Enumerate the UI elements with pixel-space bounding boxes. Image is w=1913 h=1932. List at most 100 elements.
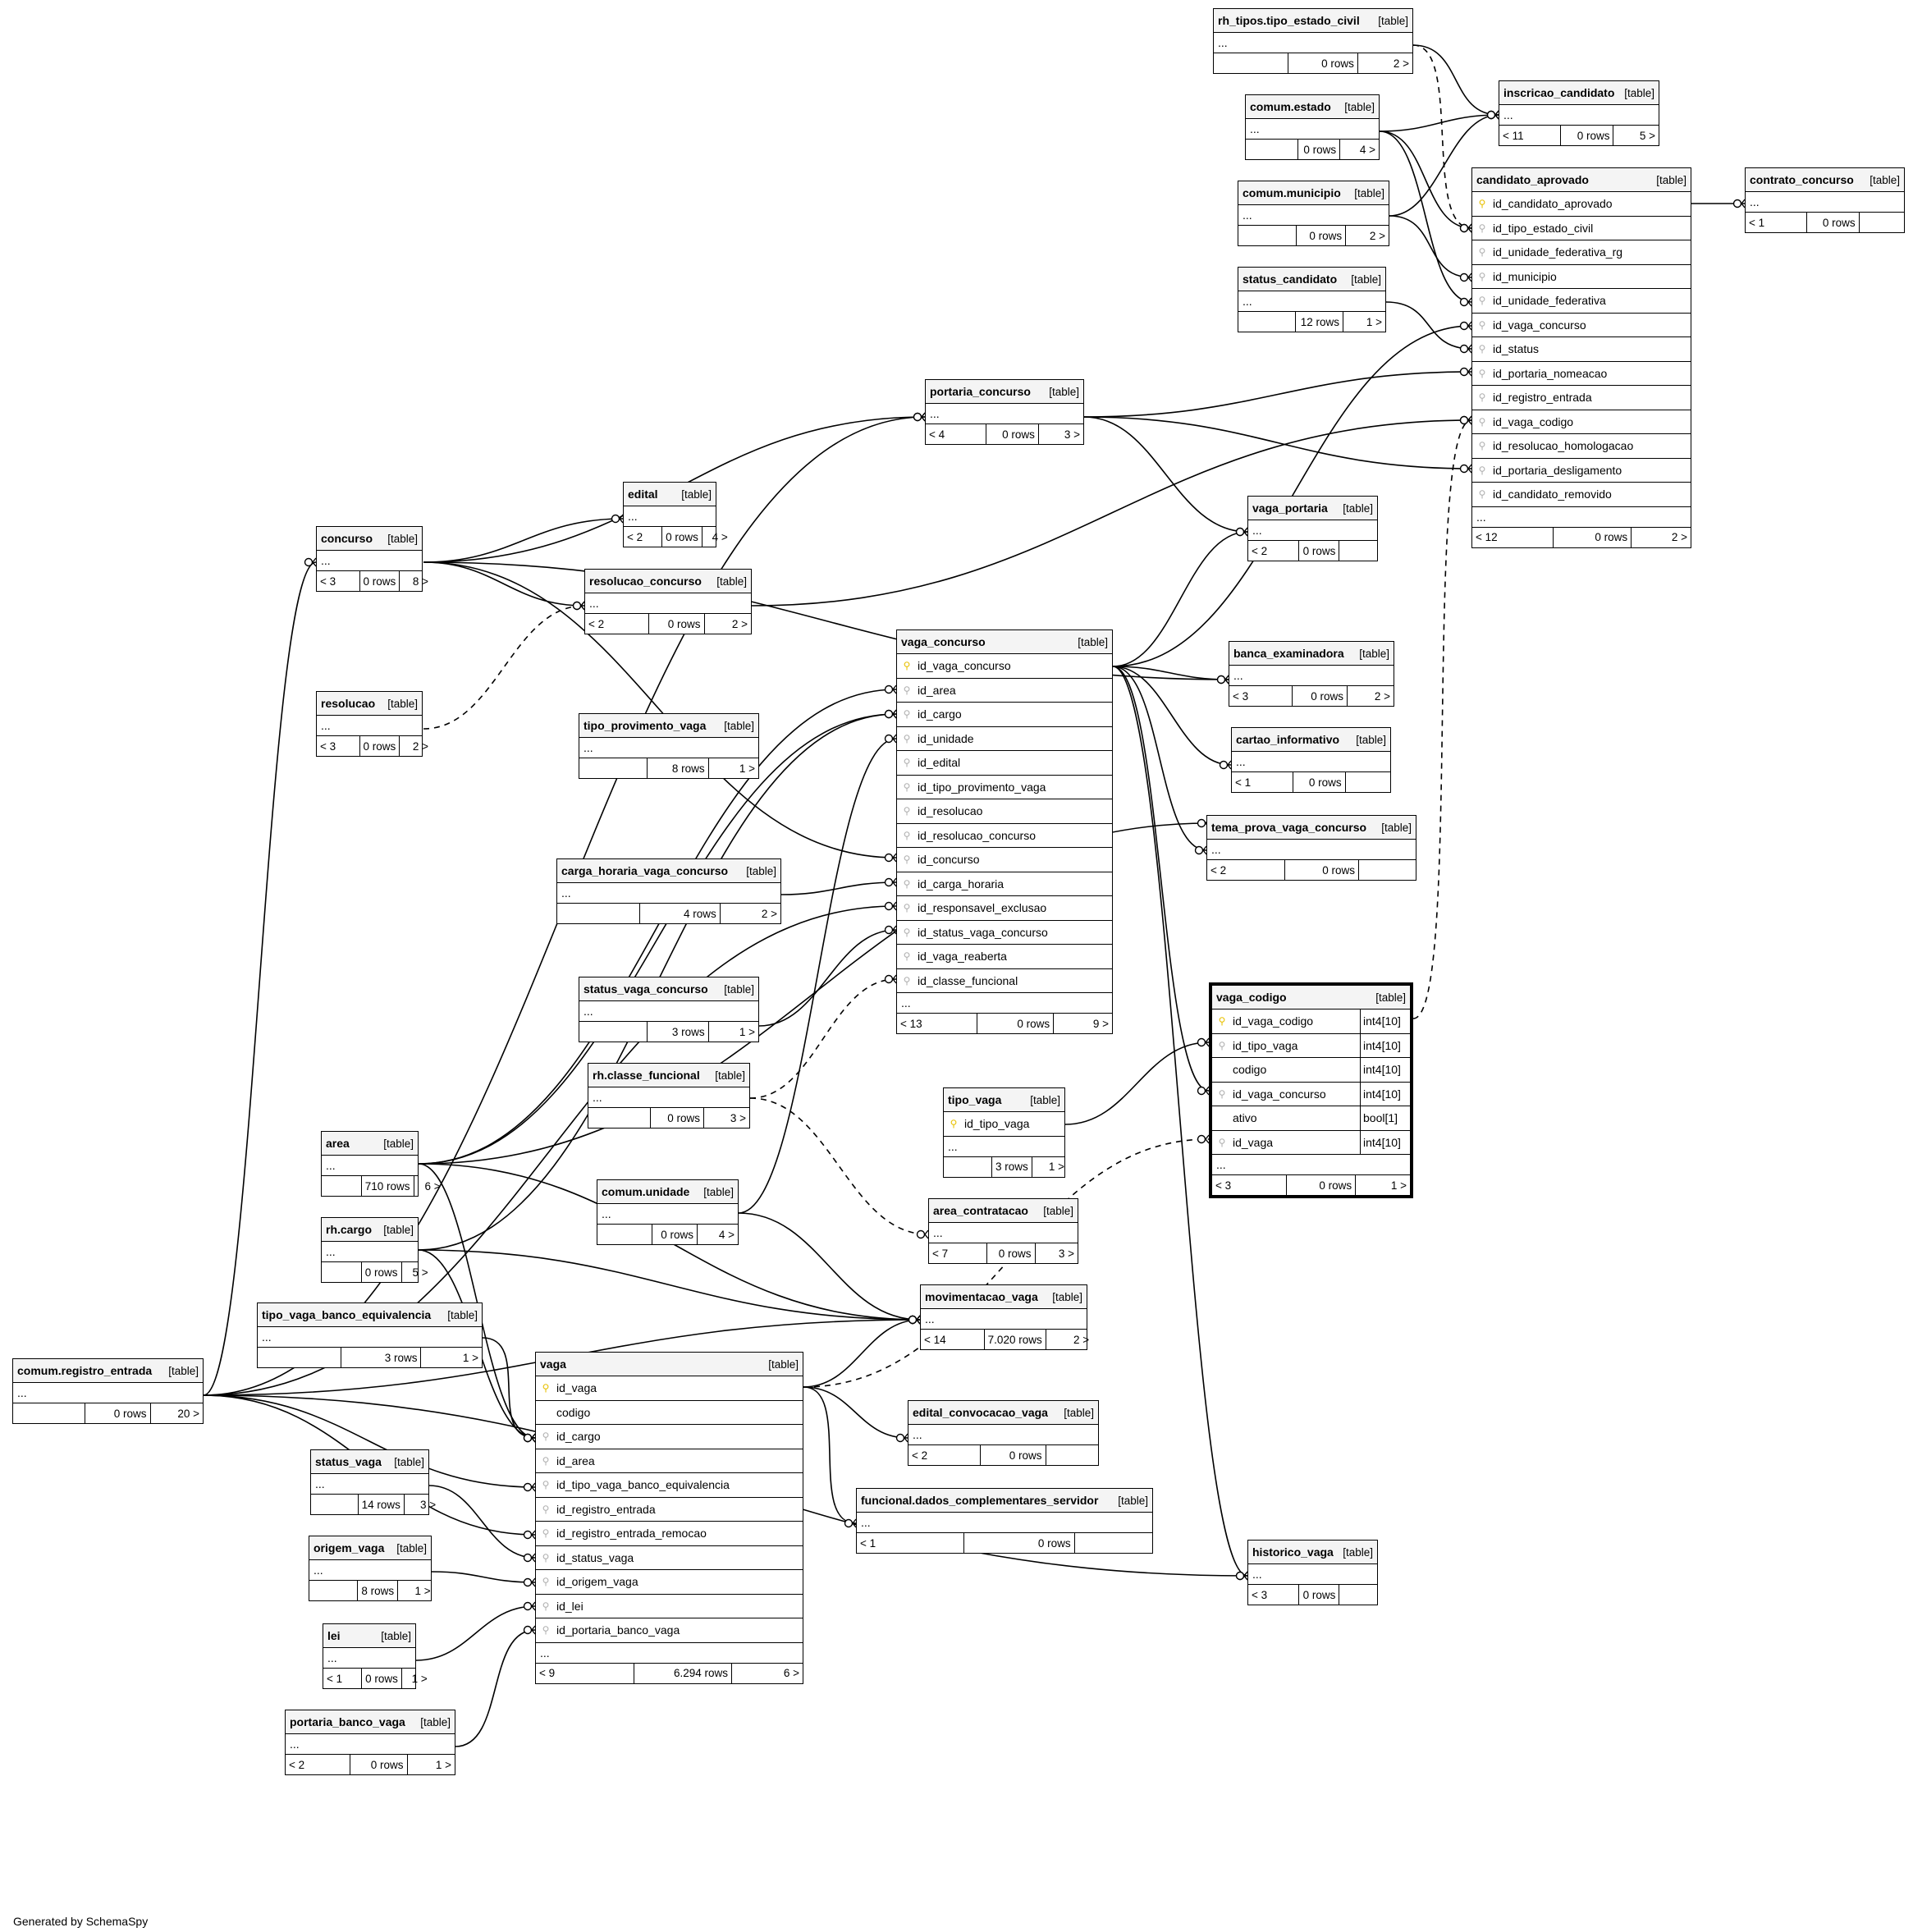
more-columns-ellipsis[interactable]: ... [1212,1155,1410,1175]
parent-count-link[interactable] [311,1495,359,1514]
column-row[interactable]: ⚲id_unidade_federativa [1472,289,1691,314]
parent-count-link[interactable]: < 3 [1248,1585,1300,1605]
table-name[interactable]: status_vaga [315,1455,382,1468]
table-header[interactable]: edital_convocacao_vaga[table] [908,1401,1098,1425]
more-columns-ellipsis[interactable]: ... [1246,119,1379,140]
parent-count-link[interactable]: < 3 [317,571,360,591]
column-row[interactable]: ⚲id_status_vaga_concurso [897,921,1112,945]
child-count-link[interactable]: 3 > [1064,428,1080,441]
parent-count-link[interactable] [557,904,641,923]
more-columns-ellipsis[interactable]: ... [536,1643,803,1664]
more-columns-ellipsis[interactable]: ... [1207,840,1416,860]
table-name[interactable]: resolucao [321,697,376,710]
child-count-link[interactable]: 4 > [718,1228,735,1241]
child-count-link[interactable]: 9 > [1092,1017,1109,1030]
column-row[interactable]: ⚲id_area [897,679,1112,703]
column-row[interactable]: ⚲codigo [536,1401,803,1425]
parent-count-link[interactable]: < 2 [908,1445,981,1465]
table-header[interactable]: movimentacao_vaga[table] [921,1285,1087,1309]
table-name[interactable]: status_candidato [1243,272,1338,286]
parent-count-link[interactable] [13,1403,85,1423]
more-columns-ellipsis[interactable]: ... [944,1137,1064,1157]
table-header[interactable]: status_vaga[table] [311,1450,428,1474]
table-header[interactable]: area[table] [322,1132,418,1156]
column-row[interactable]: ⚲id_cargo [897,703,1112,727]
more-columns-ellipsis[interactable]: ... [1229,666,1394,686]
column-row[interactable]: ⚲id_tipo_vaga_banco_equivalencia [536,1473,803,1498]
child-count-link[interactable] [1339,541,1377,561]
child-count-link[interactable]: 1 > [739,1025,755,1038]
table-header[interactable]: portaria_concurso[table] [926,380,1083,404]
column-row[interactable]: ⚲id_tipo_vaga [944,1112,1064,1137]
more-columns-ellipsis[interactable]: ... [908,1425,1098,1445]
child-count-link[interactable]: 2 > [1073,1333,1090,1346]
table-header[interactable]: vaga_concurso[table] [897,630,1112,654]
table-header[interactable]: resolucao_concurso[table] [585,570,751,593]
table-header[interactable]: comum.municipio[table] [1238,181,1389,205]
table-name[interactable]: movimentacao_vaga [925,1290,1038,1303]
table-name[interactable]: comum.estado [1250,100,1331,113]
table-tipo-vaga-banco[interactable]: tipo_vaga_banco_equivalencia[table]...3 … [257,1302,483,1368]
parent-count-link[interactable]: < 1 [857,1533,965,1553]
table-name[interactable]: rh.classe_funcional [593,1069,700,1082]
child-count-link[interactable]: 2 > [1671,531,1687,543]
table-vaga[interactable]: vaga[table]⚲id_vaga⚲codigo⚲id_cargo⚲id_a… [535,1352,803,1684]
child-count-link[interactable] [1046,1445,1098,1465]
table-header[interactable]: tema_prova_vaga_concurso[table] [1207,816,1416,840]
column-row[interactable]: ⚲id_vaga_concurso [1472,314,1691,337]
more-columns-ellipsis[interactable]: ... [1238,291,1385,312]
parent-count-link[interactable]: < 3 [317,736,360,756]
column-row[interactable]: ⚲id_vaga_codigo [1472,410,1691,434]
table-name[interactable]: portaria_banco_vaga [290,1715,405,1728]
more-columns-ellipsis[interactable]: ... [323,1648,415,1669]
parent-count-link[interactable] [258,1348,341,1367]
column-row[interactable]: ⚲id_resolucao [897,799,1112,824]
child-count-link[interactable]: 1 > [1390,1179,1407,1192]
parent-count-link[interactable] [588,1108,651,1128]
child-count-link[interactable]: 4 > [1359,143,1375,156]
column-row[interactable]: ⚲id_portaria_desligamento [1472,459,1691,483]
table-name[interactable]: vaga_portaria [1252,501,1328,515]
table-name[interactable]: carga_horaria_vaga_concurso [561,864,729,877]
child-count-link[interactable]: 2 > [1393,57,1409,70]
more-columns-ellipsis[interactable]: ... [579,1001,758,1022]
more-columns-ellipsis[interactable]: ... [624,506,716,527]
table-name[interactable]: edital_convocacao_vaga [913,1406,1048,1419]
more-columns-ellipsis[interactable]: ... [579,738,758,758]
more-columns-ellipsis[interactable]: ... [857,1513,1152,1533]
table-header[interactable]: candidato_aprovado[table] [1472,168,1691,192]
table-header[interactable]: contrato_concurso[table] [1746,168,1904,192]
parent-count-link[interactable] [1246,140,1299,159]
column-row[interactable]: ⚲id_vaga_concurso [897,654,1112,679]
child-count-link[interactable]: 1 > [1048,1161,1064,1173]
parent-count-link[interactable]: < 1 [323,1669,363,1688]
more-columns-ellipsis[interactable]: ... [926,404,1083,424]
table-name[interactable]: edital [628,488,658,501]
parent-count-link[interactable] [597,1225,653,1244]
child-count-link[interactable]: 1 > [411,1672,428,1685]
table-name[interactable]: contrato_concurso [1750,173,1854,186]
column-row[interactable]: ⚲id_vaga_reaberta [897,945,1112,969]
table-name[interactable]: area [326,1137,350,1150]
table-name[interactable]: tema_prova_vaga_concurso [1211,821,1367,834]
table-name[interactable]: resolucao_concurso [589,575,702,588]
table-name[interactable]: tipo_vaga_banco_equivalencia [262,1308,432,1321]
parent-count-link[interactable]: < 2 [624,527,663,547]
table-header[interactable]: portaria_banco_vaga[table] [286,1710,455,1734]
more-columns-ellipsis[interactable]: ... [286,1734,455,1755]
table-header[interactable]: status_candidato[table] [1238,268,1385,291]
